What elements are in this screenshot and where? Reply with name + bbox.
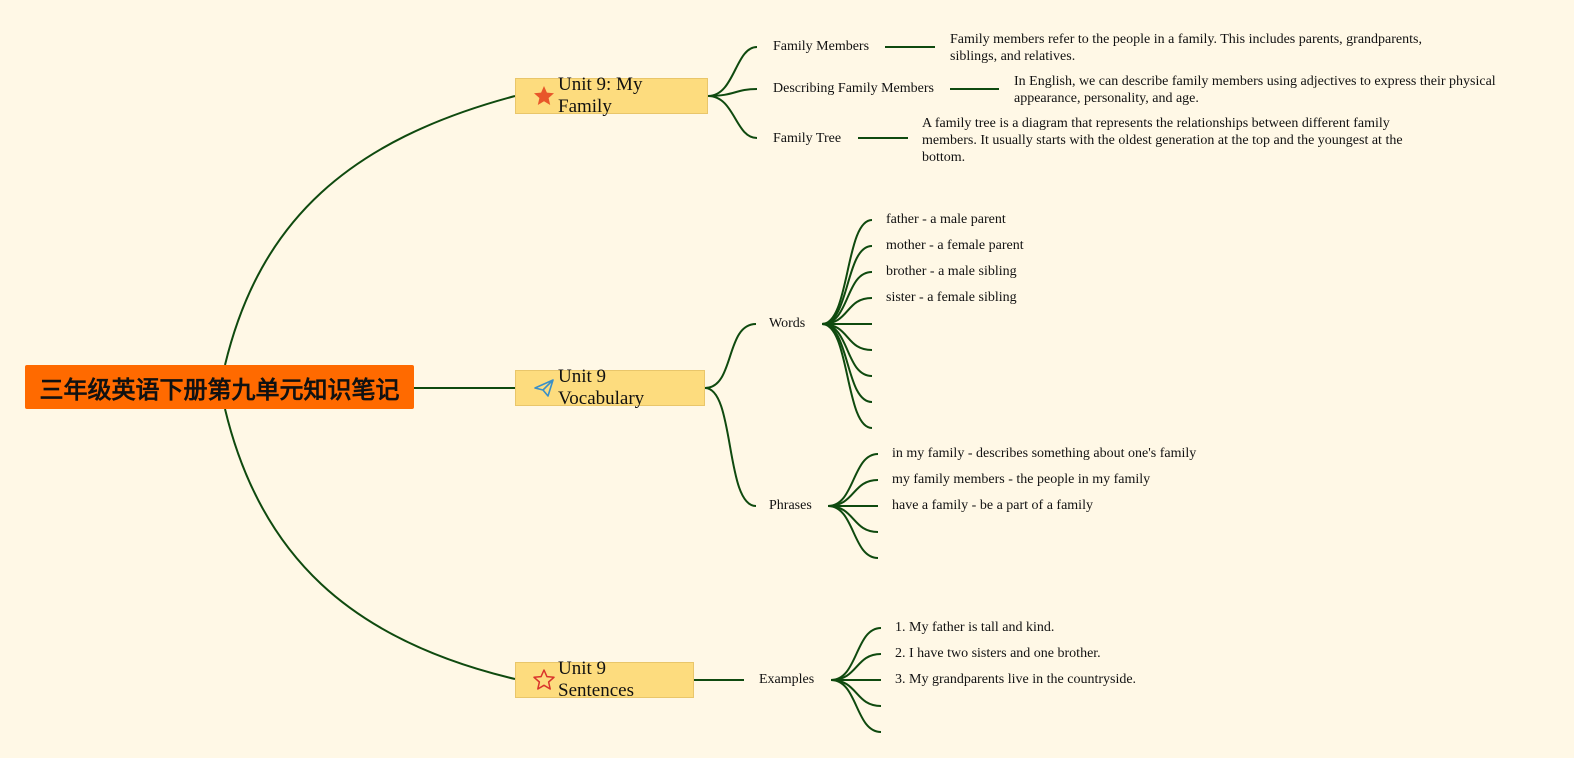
topic-family-tree[interactable]: Family Tree: [773, 131, 842, 146]
branch-title: Unit 9: My Family: [558, 74, 643, 117]
word-item[interactable]: brother - a male sibling: [886, 264, 1017, 279]
branch-sentences[interactable]: Unit 9 Sentences: [515, 658, 694, 701]
note-family-members: Family members refer to the people in a …: [950, 32, 1422, 64]
example-item[interactable]: 1. My father is tall and kind.: [895, 620, 1055, 635]
root-title: 三年级英语下册第九单元知识笔记: [39, 375, 400, 404]
branch-my-family[interactable]: Unit 9: My Family: [515, 74, 708, 117]
branch-title: Unit 9 Vocabulary: [558, 366, 645, 409]
phrase-item[interactable]: have a family - be a part of a family: [892, 498, 1093, 513]
filled-star-icon: [532, 84, 556, 108]
paper-plane-icon: [532, 376, 556, 400]
topic-family-members[interactable]: Family Members: [773, 39, 870, 54]
word-item[interactable]: mother - a female parent: [886, 238, 1024, 253]
topic-examples[interactable]: Examples: [759, 672, 815, 687]
branch-vocabulary[interactable]: Unit 9 Vocabulary: [515, 366, 705, 409]
topic-words[interactable]: Words: [769, 316, 806, 331]
root-topic[interactable]: 三年级英语下册第九单元知识笔记: [25, 365, 414, 409]
phrase-item[interactable]: in my family - describes something about…: [892, 446, 1197, 461]
outline-star-icon: [532, 668, 556, 692]
topic-phrases[interactable]: Phrases: [769, 498, 812, 513]
note-describing-family-members: In English, we can describe family membe…: [1014, 74, 1496, 106]
phrase-item[interactable]: my family members - the people in my fam…: [892, 472, 1151, 487]
branch-title: Unit 9 Sentences: [558, 658, 634, 701]
example-item[interactable]: 2. I have two sisters and one brother.: [895, 646, 1101, 661]
topic-describing-family-members[interactable]: Describing Family Members: [773, 81, 934, 96]
note-family-tree: A family tree is a diagram that represen…: [922, 116, 1403, 162]
example-item[interactable]: 3. My grandparents live in the countrysi…: [895, 672, 1137, 687]
word-item[interactable]: father - a male parent: [886, 212, 1006, 227]
word-item[interactable]: sister - a female sibling: [886, 290, 1017, 305]
